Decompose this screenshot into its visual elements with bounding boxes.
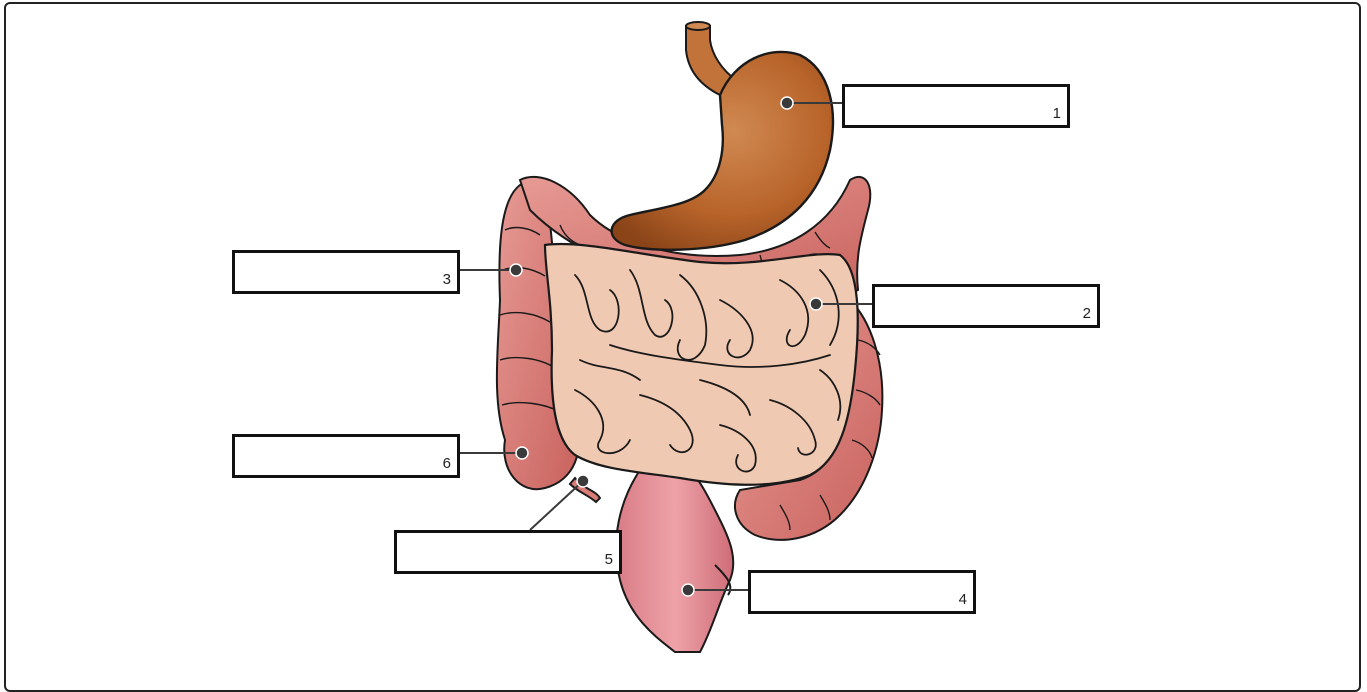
leader-dot-4 (682, 584, 694, 596)
stomach-illustration (612, 22, 833, 250)
leader-dot-6 (516, 447, 528, 459)
leader-dot-2 (810, 298, 822, 310)
label-box-1[interactable]: 1 (842, 84, 1070, 128)
label-box-3[interactable]: 3 (232, 250, 460, 294)
label-number-6: 6 (443, 455, 451, 472)
label-number-5: 5 (605, 551, 613, 568)
leader-dot-5 (577, 475, 589, 487)
rectum-illustration (616, 470, 733, 652)
digestive-system-diagram (0, 0, 1367, 678)
label-box-4[interactable]: 4 (748, 570, 976, 614)
small-intestine-illustration (545, 244, 858, 485)
leader-dot-3 (510, 264, 522, 276)
label-number-2: 2 (1083, 305, 1091, 322)
label-number-1: 1 (1053, 105, 1061, 122)
label-box-5[interactable]: 5 (394, 530, 622, 574)
leader-dot-1 (781, 97, 793, 109)
label-box-6[interactable]: 6 (232, 434, 460, 478)
label-box-2[interactable]: 2 (872, 284, 1100, 328)
label-number-4: 4 (959, 591, 967, 608)
label-number-3: 3 (443, 271, 451, 288)
